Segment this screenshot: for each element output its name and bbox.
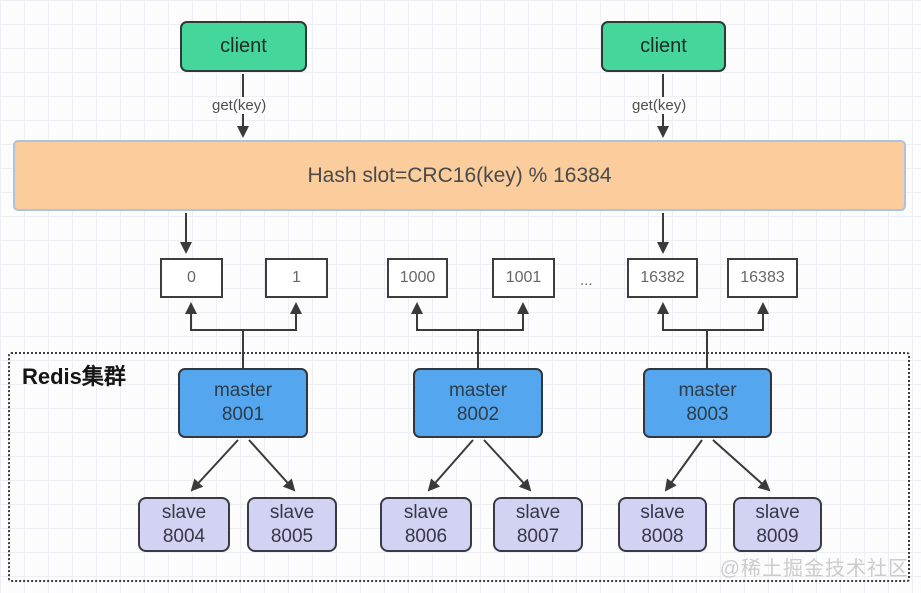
slot-box-0: 0 <box>160 258 223 298</box>
redis-cluster-title: Redis集群 <box>22 364 126 389</box>
slot-box-0-value: 0 <box>187 269 196 286</box>
master-8002-port: 8002 <box>456 404 500 425</box>
slot-box-1000: 1000 <box>387 258 448 298</box>
slave-8008-port: 8008 <box>641 525 684 547</box>
slave-node-8007: slave 8007 <box>493 497 583 552</box>
slave-8005-port: 8005 <box>270 525 314 547</box>
slot-box-1000-value: 1000 <box>399 269 436 286</box>
client-node-left-label: client <box>220 35 267 57</box>
slave-8004-name: slave <box>161 501 207 523</box>
master-8001-port: 8001 <box>221 404 265 425</box>
slave-8006-name: slave <box>403 501 449 523</box>
client-node-right: client <box>601 21 726 72</box>
slave-node-8006: slave 8006 <box>380 497 472 552</box>
slave-node-8008: slave 8008 <box>618 497 707 552</box>
master-8002-name: master <box>448 380 508 402</box>
slave-8007-name: slave <box>515 501 561 523</box>
slave-node-8004: slave 8004 <box>138 497 230 552</box>
slave-8009-port: 8009 <box>756 525 799 547</box>
hash-slot-label: Hash slot=CRC16(key) % 16384 <box>307 163 612 187</box>
master-8003-port: 8003 <box>686 404 729 425</box>
slot-box-1: 1 <box>265 258 328 298</box>
slot-box-1001-value: 1001 <box>505 269 542 286</box>
get-key-label-left: get(key) <box>209 97 270 114</box>
master-node-8002: master 8002 <box>413 368 543 438</box>
slave-8007-port: 8007 <box>516 525 560 547</box>
get-key-label-right: get(key) <box>629 97 690 114</box>
client-node-left: client <box>180 21 307 72</box>
slave-8004-port: 8004 <box>162 525 206 547</box>
slots-ellipsis: ... <box>580 272 593 289</box>
slot-box-16383-value: 16383 <box>740 269 785 286</box>
master-8001-name: master <box>213 380 273 402</box>
master-8003-name: master <box>678 380 737 402</box>
slave-node-8009: slave 8009 <box>733 497 822 552</box>
watermark-text: @稀土掘金技术社区 <box>719 558 909 580</box>
slave-8009-name: slave <box>755 501 800 523</box>
slot-box-1001: 1001 <box>492 258 555 298</box>
slot-box-16382: 16382 <box>627 258 698 298</box>
slot-box-16382-value: 16382 <box>640 269 685 286</box>
slave-8006-port: 8006 <box>404 525 448 547</box>
slot-box-16383: 16383 <box>727 258 798 298</box>
hash-slot-bar: Hash slot=CRC16(key) % 16384 <box>13 140 906 211</box>
slot-box-1-value: 1 <box>292 269 301 286</box>
master-node-8003: master 8003 <box>643 368 772 438</box>
slave-8008-name: slave <box>640 501 685 523</box>
client-node-right-label: client <box>640 35 687 57</box>
slave-8005-name: slave <box>269 501 315 523</box>
slave-node-8005: slave 8005 <box>247 497 337 552</box>
master-node-8001: master 8001 <box>178 368 308 438</box>
